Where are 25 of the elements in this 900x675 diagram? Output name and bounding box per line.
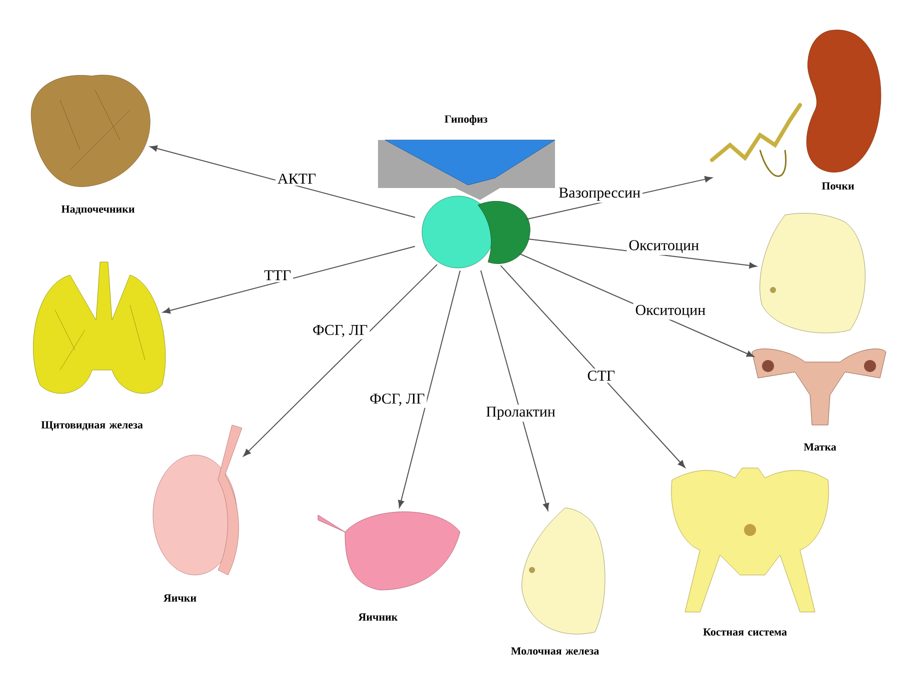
organ-label: Молочная железа bbox=[511, 647, 599, 655]
edge-label: ФСГ, ЛГ bbox=[370, 394, 424, 406]
edge-label: ФСГ, ЛГ bbox=[313, 324, 368, 338]
organ-label: Матка bbox=[804, 443, 836, 451]
arrow bbox=[162, 246, 416, 314]
organ-label: Надпочечники bbox=[61, 205, 134, 215]
arrow bbox=[480, 270, 550, 511]
organ-label: Щитовидная железа bbox=[41, 421, 143, 431]
breast-drawing bbox=[760, 213, 866, 334]
heading: Гипофиз bbox=[444, 115, 488, 125]
arrow bbox=[398, 270, 461, 508]
arrow bbox=[243, 264, 438, 456]
edge-label: Окситоцин bbox=[629, 240, 699, 253]
edge-label: СТГ bbox=[588, 370, 615, 381]
organ-label: Яички bbox=[163, 594, 196, 602]
edge-label: АКТГ bbox=[278, 174, 316, 184]
edge-label: ТТГ bbox=[264, 270, 291, 280]
edge-label: Вазопрессин bbox=[559, 188, 640, 201]
edge-label: Окситоцин bbox=[636, 304, 706, 318]
organ-label: Яичник bbox=[358, 613, 398, 621]
arrow bbox=[150, 145, 416, 218]
arrow bbox=[500, 265, 686, 468]
organ-label: Костная система bbox=[703, 628, 787, 636]
edge-label: Пролактин bbox=[486, 406, 556, 420]
organ-label: Почки bbox=[822, 182, 854, 190]
